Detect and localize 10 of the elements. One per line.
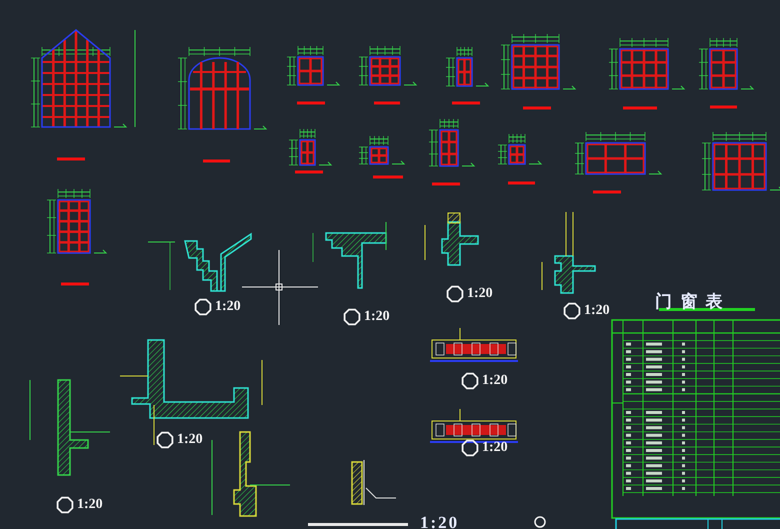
scale-label: 1:20 [77,498,103,512]
table-title: 1:20 [420,514,460,529]
scale-label: 1:20 [215,300,241,314]
table-title: 门 窗 表 [655,293,724,310]
scale-label: 1:20 [482,374,508,388]
scale-label: 1:20 [482,441,508,455]
scale-label: 1:20 [364,310,390,324]
scale-label: 1:20 [584,304,610,318]
scale-label: 1:20 [467,287,493,301]
scale-label: 1:20 [177,433,203,447]
